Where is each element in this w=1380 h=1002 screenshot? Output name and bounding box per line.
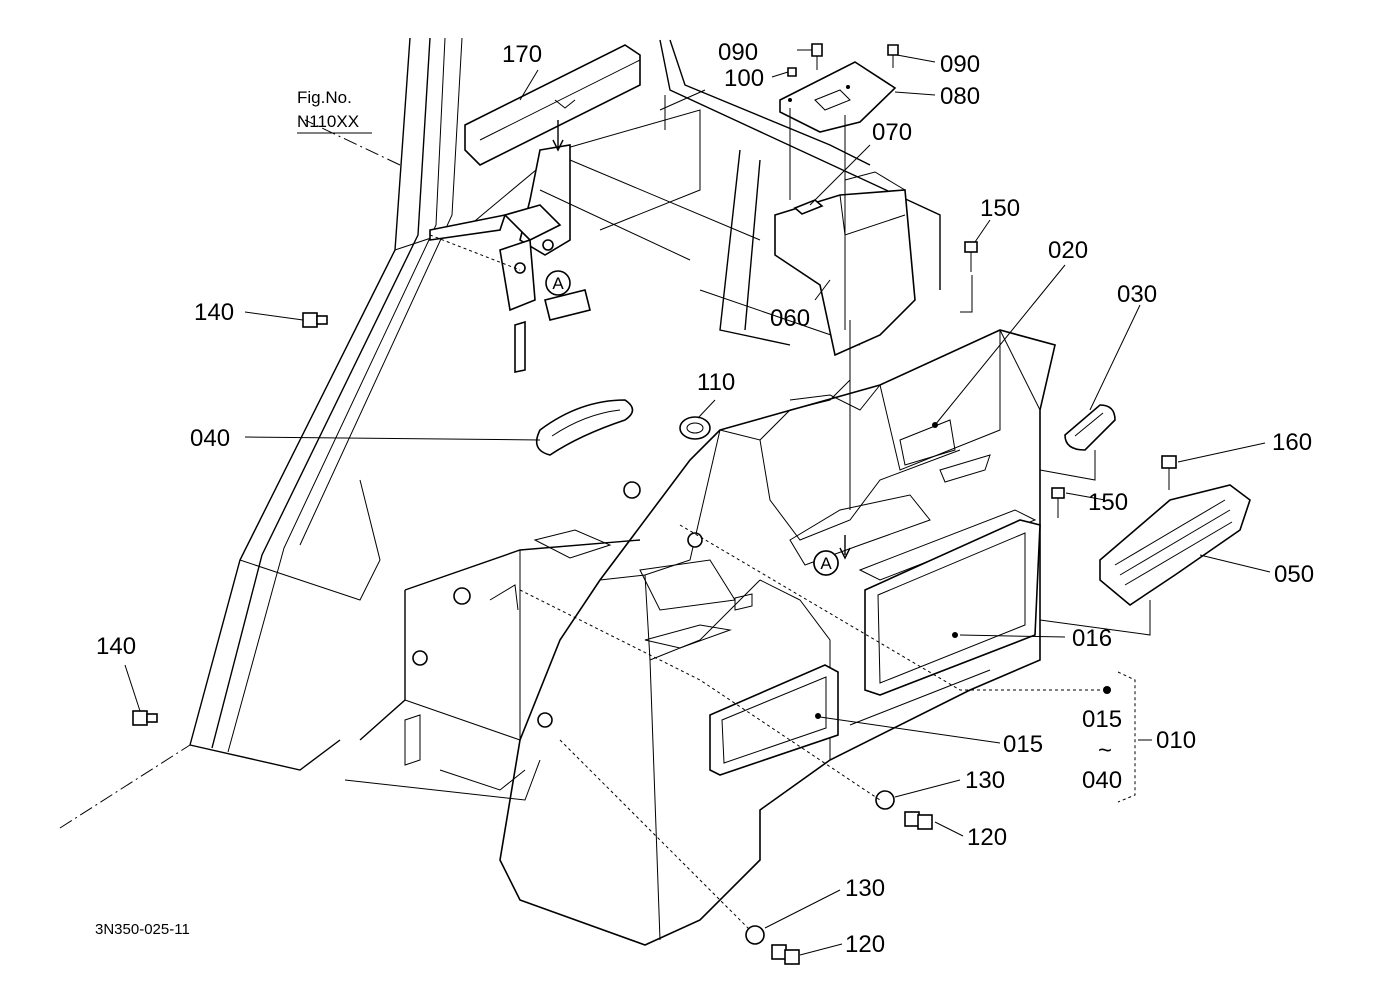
fastener-120-130-upper bbox=[875, 790, 933, 830]
fastener-150-lower bbox=[1051, 487, 1065, 518]
assembly-lines bbox=[429, 159, 1151, 931]
part-080-plate bbox=[779, 61, 897, 330]
detail-marker-upper: A bbox=[545, 270, 571, 296]
part-030-grommet bbox=[1064, 404, 1116, 451]
callout-060: 060 bbox=[770, 305, 810, 332]
part-050-step bbox=[1099, 484, 1251, 606]
rear-frame bbox=[559, 39, 941, 346]
fastener-160 bbox=[1161, 455, 1177, 490]
part-070-clip bbox=[793, 199, 824, 215]
detail-marker-lower: A bbox=[813, 535, 851, 576]
callout-170: 170 bbox=[502, 41, 542, 68]
drawing-code: 3N350-025-11 bbox=[95, 921, 190, 938]
callout-090-right: 090 bbox=[940, 51, 980, 78]
fastener-140-upper bbox=[302, 312, 328, 328]
callout-015: 015 bbox=[1003, 731, 1043, 758]
group-to: 040 bbox=[1082, 767, 1122, 794]
fastener-120-130-lower bbox=[745, 925, 800, 965]
group-from: 015 bbox=[1082, 706, 1122, 733]
callout-160: 160 bbox=[1272, 429, 1312, 456]
fastener-090-100 bbox=[787, 43, 899, 77]
callout-040: 040 bbox=[190, 425, 230, 452]
part-170-cover bbox=[464, 44, 641, 166]
callout-016: 016 bbox=[1072, 625, 1112, 652]
fastener-150-upper bbox=[964, 241, 978, 272]
part-110-grommet bbox=[679, 416, 711, 440]
callout-140-lower: 140 bbox=[96, 633, 136, 660]
callout-100: 100 bbox=[724, 65, 764, 92]
callout-030: 030 bbox=[1117, 281, 1157, 308]
lever-bracket bbox=[429, 120, 591, 373]
assembly-bracket bbox=[1117, 671, 1152, 803]
floor-base bbox=[59, 481, 703, 829]
callout-140-upper: 140 bbox=[194, 299, 234, 326]
callout-080: 080 bbox=[940, 83, 980, 110]
callout-130-upper: 130 bbox=[965, 767, 1005, 794]
detail-marker-lower-letter: A bbox=[820, 554, 832, 573]
callout-120-lower: 120 bbox=[845, 931, 885, 958]
part-015-mat bbox=[709, 664, 839, 776]
part-040-grommet bbox=[535, 399, 634, 456]
callout-150-upper: 150 bbox=[980, 195, 1020, 222]
callout-110: 110 bbox=[697, 369, 735, 396]
part-016-mat bbox=[864, 519, 1041, 696]
group-code-010: 010 bbox=[1156, 727, 1196, 754]
detail-marker-upper-letter: A bbox=[552, 274, 564, 293]
callout-050: 050 bbox=[1274, 561, 1314, 588]
callout-020: 020 bbox=[1048, 237, 1088, 264]
callout-120-upper: 120 bbox=[967, 824, 1007, 851]
leader-lines bbox=[124, 49, 1271, 956]
callout-150-lower: 150 bbox=[1088, 489, 1128, 516]
callout-090-left: 090 bbox=[718, 39, 758, 66]
callout-070: 070 bbox=[872, 119, 912, 146]
figure-ref-line1: Fig.No. bbox=[297, 88, 352, 107]
fastener-140-lower bbox=[132, 710, 158, 726]
callout-130-lower: 130 bbox=[845, 875, 885, 902]
figure-ref-line2: N110XX bbox=[297, 112, 359, 131]
group-tilde: ~ bbox=[1098, 737, 1112, 764]
